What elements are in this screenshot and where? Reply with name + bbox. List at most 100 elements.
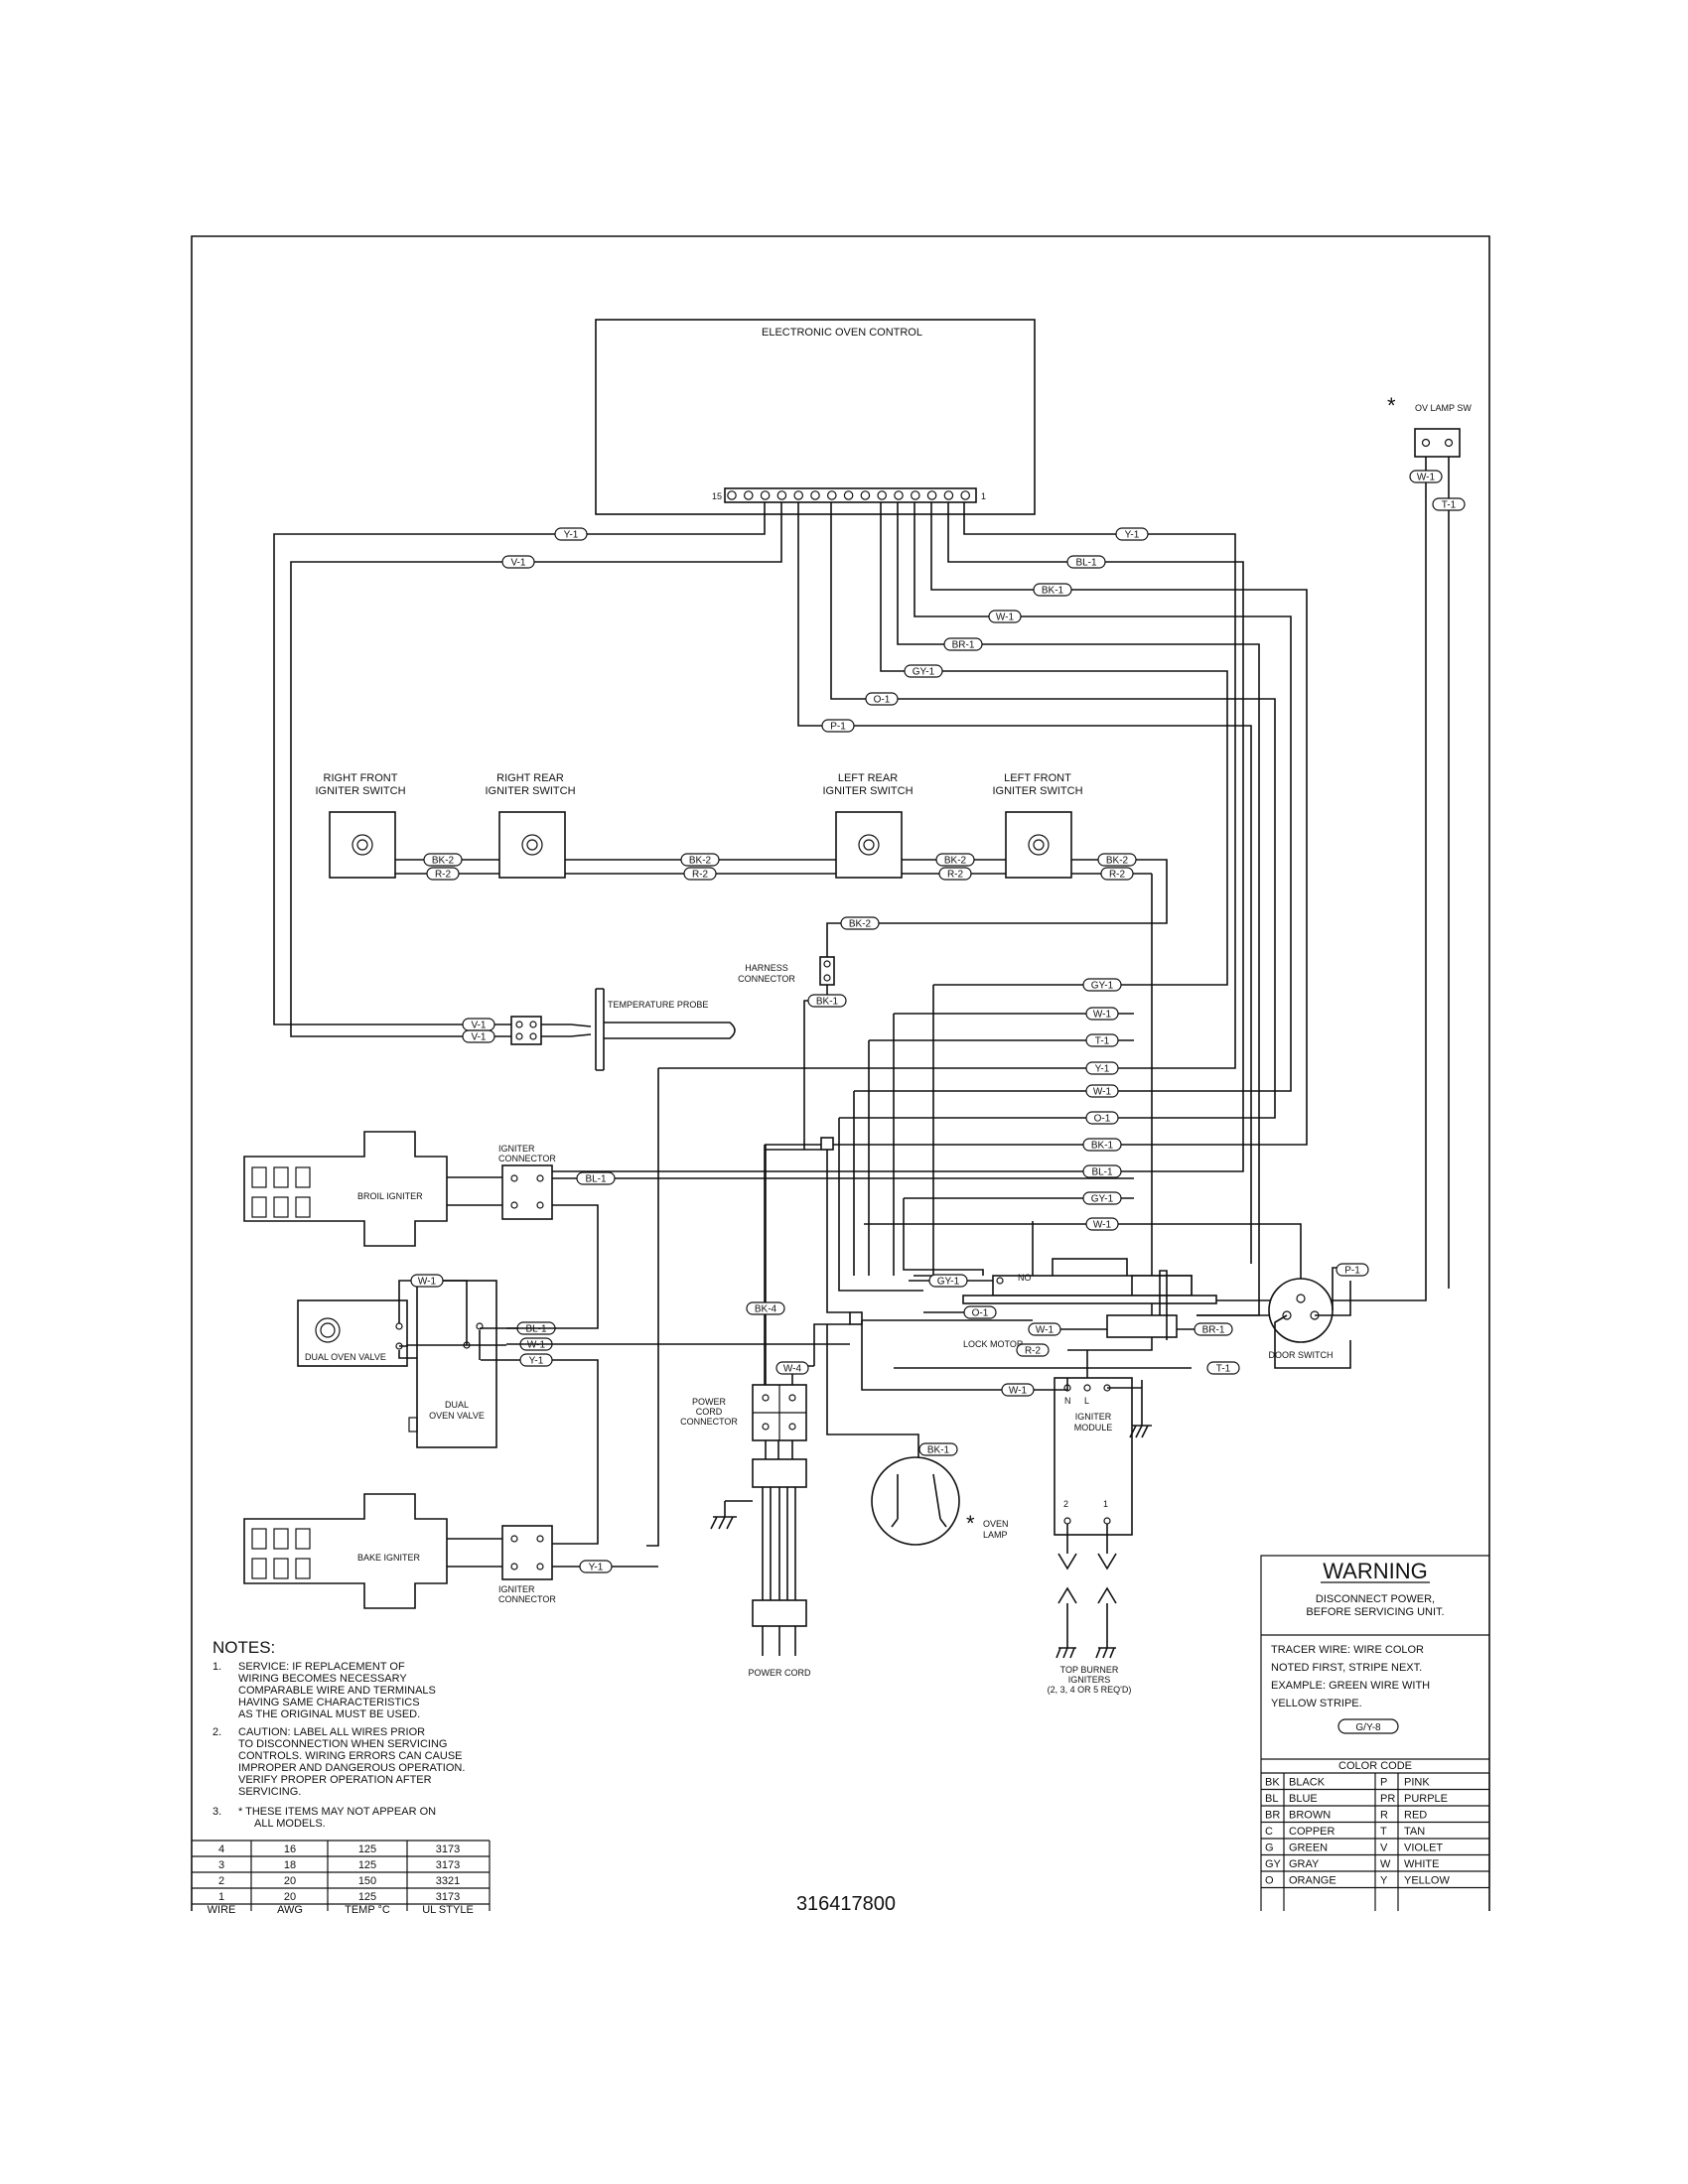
wire-tag-label: T-1 [1095, 1036, 1110, 1047]
wire-table-r3c2: 20 [284, 1875, 296, 1887]
wire-tag-label: BL-1 [1091, 1167, 1113, 1178]
wire-tag-label: T-1 [1442, 500, 1457, 511]
color-code-cell: P [1380, 1777, 1387, 1789]
wire-tag: BL-1 [1082, 1164, 1122, 1178]
wire-tag: Y-1 [1115, 527, 1149, 541]
left-front-igniter-switch [1005, 811, 1072, 879]
wire-bl1 [947, 502, 1244, 1172]
top-burner-label-1: TOP BURNER [1060, 1665, 1119, 1675]
lock-motor-label: LOCK MOTOR [963, 1339, 1024, 1349]
tracer-line-1: TRACER WIRE: WIRE COLOR [1271, 1644, 1424, 1656]
color-code-cell: COPPER [1289, 1826, 1336, 1838]
note-3-line-1: * THESE ITEMS MAY NOT APPEAR ON [238, 1806, 436, 1818]
lamp-switch-asterisk: * [1387, 393, 1396, 418]
wire-o1 [830, 502, 1276, 1119]
wire-tag: O-1 [963, 1305, 997, 1319]
wire-tag-label: V-1 [471, 1032, 486, 1043]
wire-table-r4c3: 125 [358, 1891, 376, 1903]
power-cord-plug [752, 1599, 807, 1627]
harness-connector-label-1: HARNESS [745, 963, 788, 973]
igniter-module-label-1: IGNITER [1075, 1412, 1112, 1422]
color-code-cell: Y [1380, 1875, 1388, 1887]
wire-tag: W-1 [1001, 1383, 1035, 1397]
door-switch [1268, 1278, 1334, 1343]
eoc-terminal [843, 490, 854, 500]
wire-tag-label: O-1 [1094, 1114, 1111, 1125]
eoc-terminals [727, 490, 970, 500]
color-code-title: COLOR CODE [1338, 1760, 1412, 1772]
wire-tag: BK-2 [935, 853, 975, 867]
bake-igniter-connector [501, 1525, 553, 1580]
power-cord-connector-label-3: CONNECTOR [680, 1417, 738, 1427]
color-code-cell: R [1380, 1810, 1388, 1822]
wire-tag: V-1 [501, 555, 535, 569]
warning-line-2: BEFORE SERVICING UNIT. [1306, 1606, 1444, 1618]
wire-table-r2c2: 18 [284, 1859, 296, 1871]
wire-tag: GY-1 [1082, 1191, 1122, 1205]
color-code-cell: PINK [1404, 1777, 1430, 1789]
example-tag: G/Y-8 [1355, 1722, 1381, 1733]
color-code-cell: BROWN [1289, 1810, 1331, 1822]
color-code-cell: T [1380, 1826, 1387, 1838]
eoc-pin-1: 1 [981, 491, 986, 501]
wire-tag: R-2 [1100, 867, 1134, 881]
junction-lower [849, 1311, 863, 1325]
part-number: 316417800 [796, 1893, 896, 1915]
door-switch-label: DOOR SWITCH [1269, 1350, 1334, 1360]
bake-igniter [243, 1493, 448, 1609]
wire-tag: Y-1 [1085, 1061, 1119, 1075]
wire-tag-label: R-2 [435, 870, 452, 881]
warning-title: WARNING [1323, 1559, 1428, 1583]
wire-tag: O-1 [1085, 1111, 1119, 1125]
wire-tag-label: R-2 [1025, 1346, 1042, 1357]
power-cord-connector-label-2: CORD [696, 1407, 723, 1417]
color-code-cell: W [1380, 1858, 1391, 1870]
eoc-terminal [960, 490, 970, 500]
wire-tag-label: BK-2 [849, 919, 872, 930]
wire-tag-label: BL-1 [1075, 558, 1097, 569]
wire-tag-label: W-1 [996, 613, 1015, 623]
wire-tag-label: W-1 [1009, 1386, 1028, 1397]
wire-tag: Y-1 [554, 527, 588, 541]
probe-connector [510, 1016, 542, 1045]
left-rear-switch-label-2: IGNITER SWITCH [822, 785, 913, 797]
eoc-terminal [793, 490, 803, 500]
note-2-line-4: IMPROPER AND DANGEROUS OPERATION. [238, 1762, 465, 1774]
igniter-module-pin1: 1 [1103, 1499, 1108, 1509]
wire-br1 [897, 502, 1260, 1316]
wire-tag-label: Y-1 [1095, 1064, 1110, 1075]
wire-table-r1c4: 3173 [436, 1843, 460, 1855]
wire-tag: BK-2 [840, 916, 880, 930]
warning-box: WARNING DISCONNECT POWER, BEFORE SERVICI… [1260, 1555, 1490, 1911]
color-code-cell: RED [1404, 1810, 1427, 1822]
right-rear-switch-label-1: RIGHT REAR [496, 772, 564, 784]
right-rear-igniter-switch [498, 811, 566, 879]
wire-table-r1c3: 125 [358, 1843, 376, 1855]
note-2-line-2: TO DISCONNECTION WHEN SERVICING [238, 1738, 447, 1750]
color-code-cell: PURPLE [1404, 1793, 1448, 1805]
wire-tag: GY-1 [928, 1274, 968, 1288]
dual-oven-valve-2-label-1: DUAL [445, 1400, 469, 1410]
wire-tag: BK-2 [1097, 853, 1137, 867]
wire-tag-label: BR-1 [1202, 1325, 1225, 1336]
wire-tag-label: R-2 [1109, 870, 1126, 881]
wire-tag-label: O-1 [972, 1308, 989, 1319]
wire-bk1 [930, 502, 1308, 1146]
wire-tag-label: BR-1 [952, 640, 975, 651]
wire-tag: BK-1 [1033, 583, 1072, 597]
wire-tag: BK-1 [1082, 1138, 1122, 1152]
wire-tag-label: BL-1 [525, 1324, 547, 1335]
color-code-cell: BK [1265, 1777, 1280, 1789]
color-code-cell: TAN [1404, 1826, 1425, 1838]
wire-table-h1: WIRE [208, 1904, 236, 1916]
wire-tag: BK-2 [680, 853, 720, 867]
top-burner-label-2: IGNITERS [1068, 1675, 1111, 1685]
dual-oven-valve-label: DUAL OVEN VALVE [305, 1352, 386, 1362]
color-code-cell: GY [1265, 1858, 1282, 1870]
wire-tag: V-1 [462, 1018, 495, 1031]
wire-tag-label: Y-1 [564, 530, 579, 541]
wire-tag-label: BK-2 [944, 856, 967, 867]
harness-connector-label-2: CONNECTOR [738, 974, 795, 984]
wire-table-r3c4: 3321 [436, 1875, 460, 1887]
